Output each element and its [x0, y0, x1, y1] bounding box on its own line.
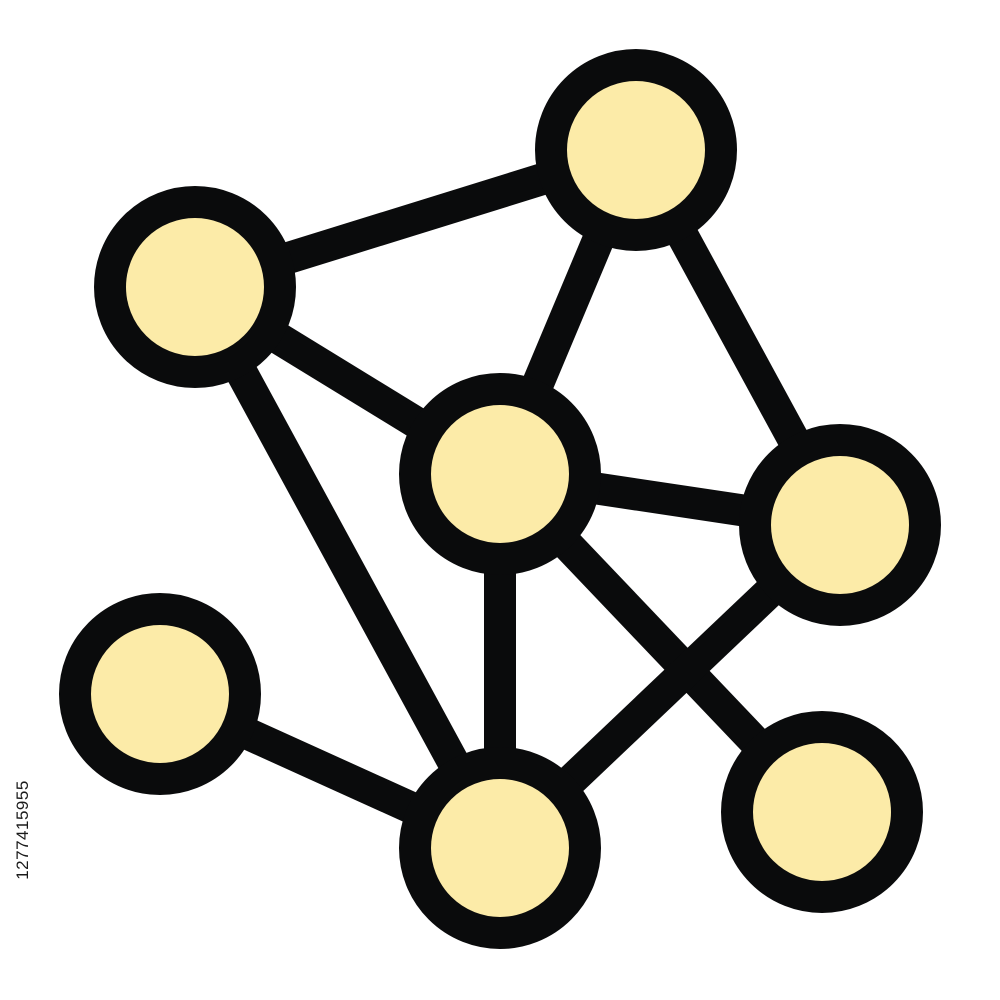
stock-id-text: 1277415955: [13, 780, 33, 880]
edge-left-bottom: [180, 279, 515, 856]
node-top: [535, 49, 737, 251]
stock-id-label: 1277415955: [8, 760, 38, 900]
graph-nodes: [59, 49, 941, 949]
node-bottom-right: [721, 711, 923, 913]
node-bottom: [399, 747, 601, 949]
node-right: [739, 424, 941, 626]
node-lower-left: [59, 593, 261, 795]
node-left: [94, 186, 296, 388]
node-center: [399, 373, 601, 575]
